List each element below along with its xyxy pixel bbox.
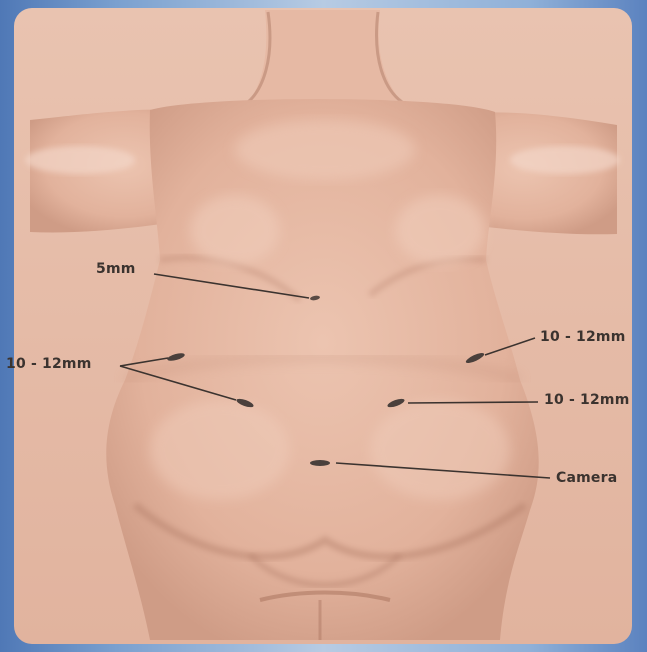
incision-camera: [310, 460, 330, 466]
label-right-lower-10-12mm: 10 - 12mm: [544, 392, 630, 408]
leader-right-lower: [408, 402, 538, 403]
label-camera: Camera: [556, 470, 617, 486]
label-right-upper-10-12mm: 10 - 12mm: [540, 329, 626, 345]
label-5mm: 5mm: [96, 261, 136, 277]
label-left-10-12mm: 10 - 12mm: [6, 356, 92, 372]
